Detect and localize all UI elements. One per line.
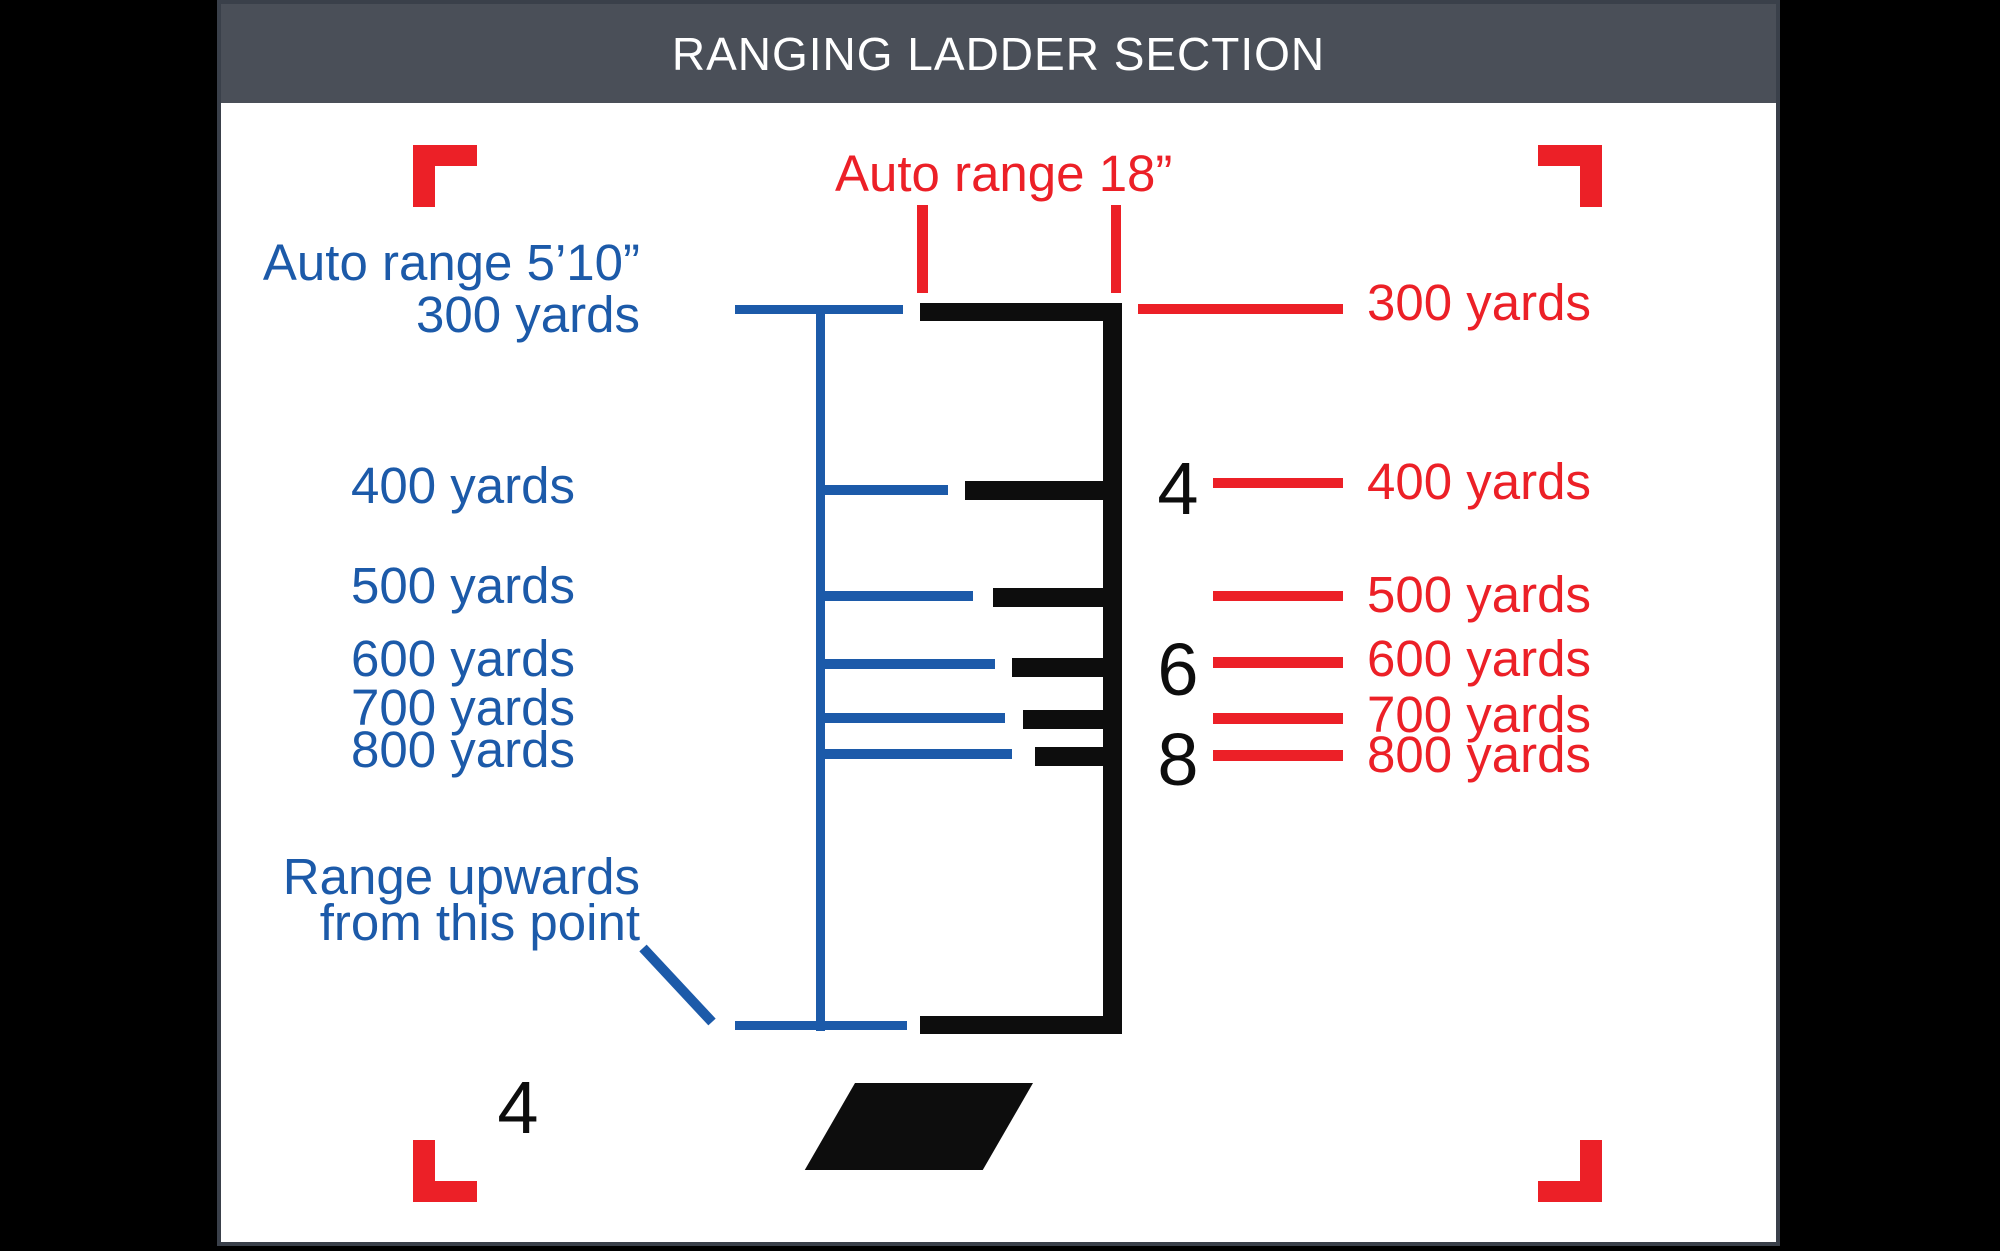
black-tick-800 [1035, 747, 1122, 766]
left-label-400-yards: 400 yards [351, 457, 575, 514]
corner-bracket-top-right-icon [1538, 145, 1602, 207]
reticle-number-4: 4 [1157, 447, 1199, 530]
right-label-400-yards: 400 yards [1367, 453, 1591, 510]
diagram-panel [217, 0, 1780, 1246]
black-bracket-top-bar [920, 303, 1122, 321]
note-callout-line [639, 944, 716, 1026]
right-label-800-yards: 800 yards [1367, 726, 1591, 783]
red-line-800 [1213, 750, 1343, 761]
header-bar: RANGING LADDER SECTION [217, 0, 1780, 103]
auto-range-width-tick-left [917, 205, 928, 293]
red-line-700 [1213, 713, 1343, 724]
black-tick-700 [1023, 710, 1122, 729]
black-tick-500 [993, 588, 1122, 607]
red-line-600 [1213, 657, 1343, 668]
blue-tick-400 [820, 485, 948, 495]
range-note-line1: Range upwards [282, 848, 640, 905]
right-label-300-yards: 300 yards [1367, 274, 1591, 331]
right-label-500-yards: 500 yards [1367, 566, 1591, 623]
auto-range-height-label: Auto range 5’10” [262, 234, 640, 291]
left-label-300-yards: 300 yards [416, 286, 640, 343]
reticle-number-6: 6 [1157, 628, 1199, 711]
corner-bracket-bottom-right-icon [1538, 1140, 1602, 1202]
auto-range-width-tick-right [1111, 205, 1121, 293]
range-note-line2: from this point [319, 894, 640, 951]
left-label-700-yards: 700 yards [351, 679, 575, 736]
left-label-600-yards: 600 yards [351, 630, 575, 687]
auto-range-width-label: Auto range 18” [835, 145, 1173, 202]
black-tick-400 [965, 481, 1122, 500]
blue-ladder-bottom-line [735, 1021, 907, 1030]
blue-tick-600 [820, 659, 995, 669]
blue-tick-500 [820, 591, 973, 601]
corner-bracket-bottom-left-icon [413, 1140, 477, 1202]
right-label-700-yards: 700 yards [1367, 686, 1591, 743]
black-bracket-bottom-bar [920, 1016, 1122, 1034]
page-title: RANGING LADDER SECTION [671, 27, 1326, 80]
reticle-number-8: 8 [1157, 718, 1199, 801]
left-label-800-yards: 800 yards [351, 721, 575, 778]
blue-tick-800 [820, 749, 1012, 759]
blue-tick-700 [820, 713, 1005, 723]
red-line-400 [1213, 478, 1343, 488]
red-line-300 [1138, 304, 1343, 314]
red-line-500 [1213, 591, 1343, 601]
reticle-number-4-bottom: 4 [497, 1066, 539, 1149]
corner-bracket-top-left-icon [413, 145, 477, 207]
black-tick-600 [1012, 658, 1122, 677]
left-label-500-yards: 500 yards [351, 557, 575, 614]
right-label-600-yards: 600 yards [1367, 630, 1591, 687]
